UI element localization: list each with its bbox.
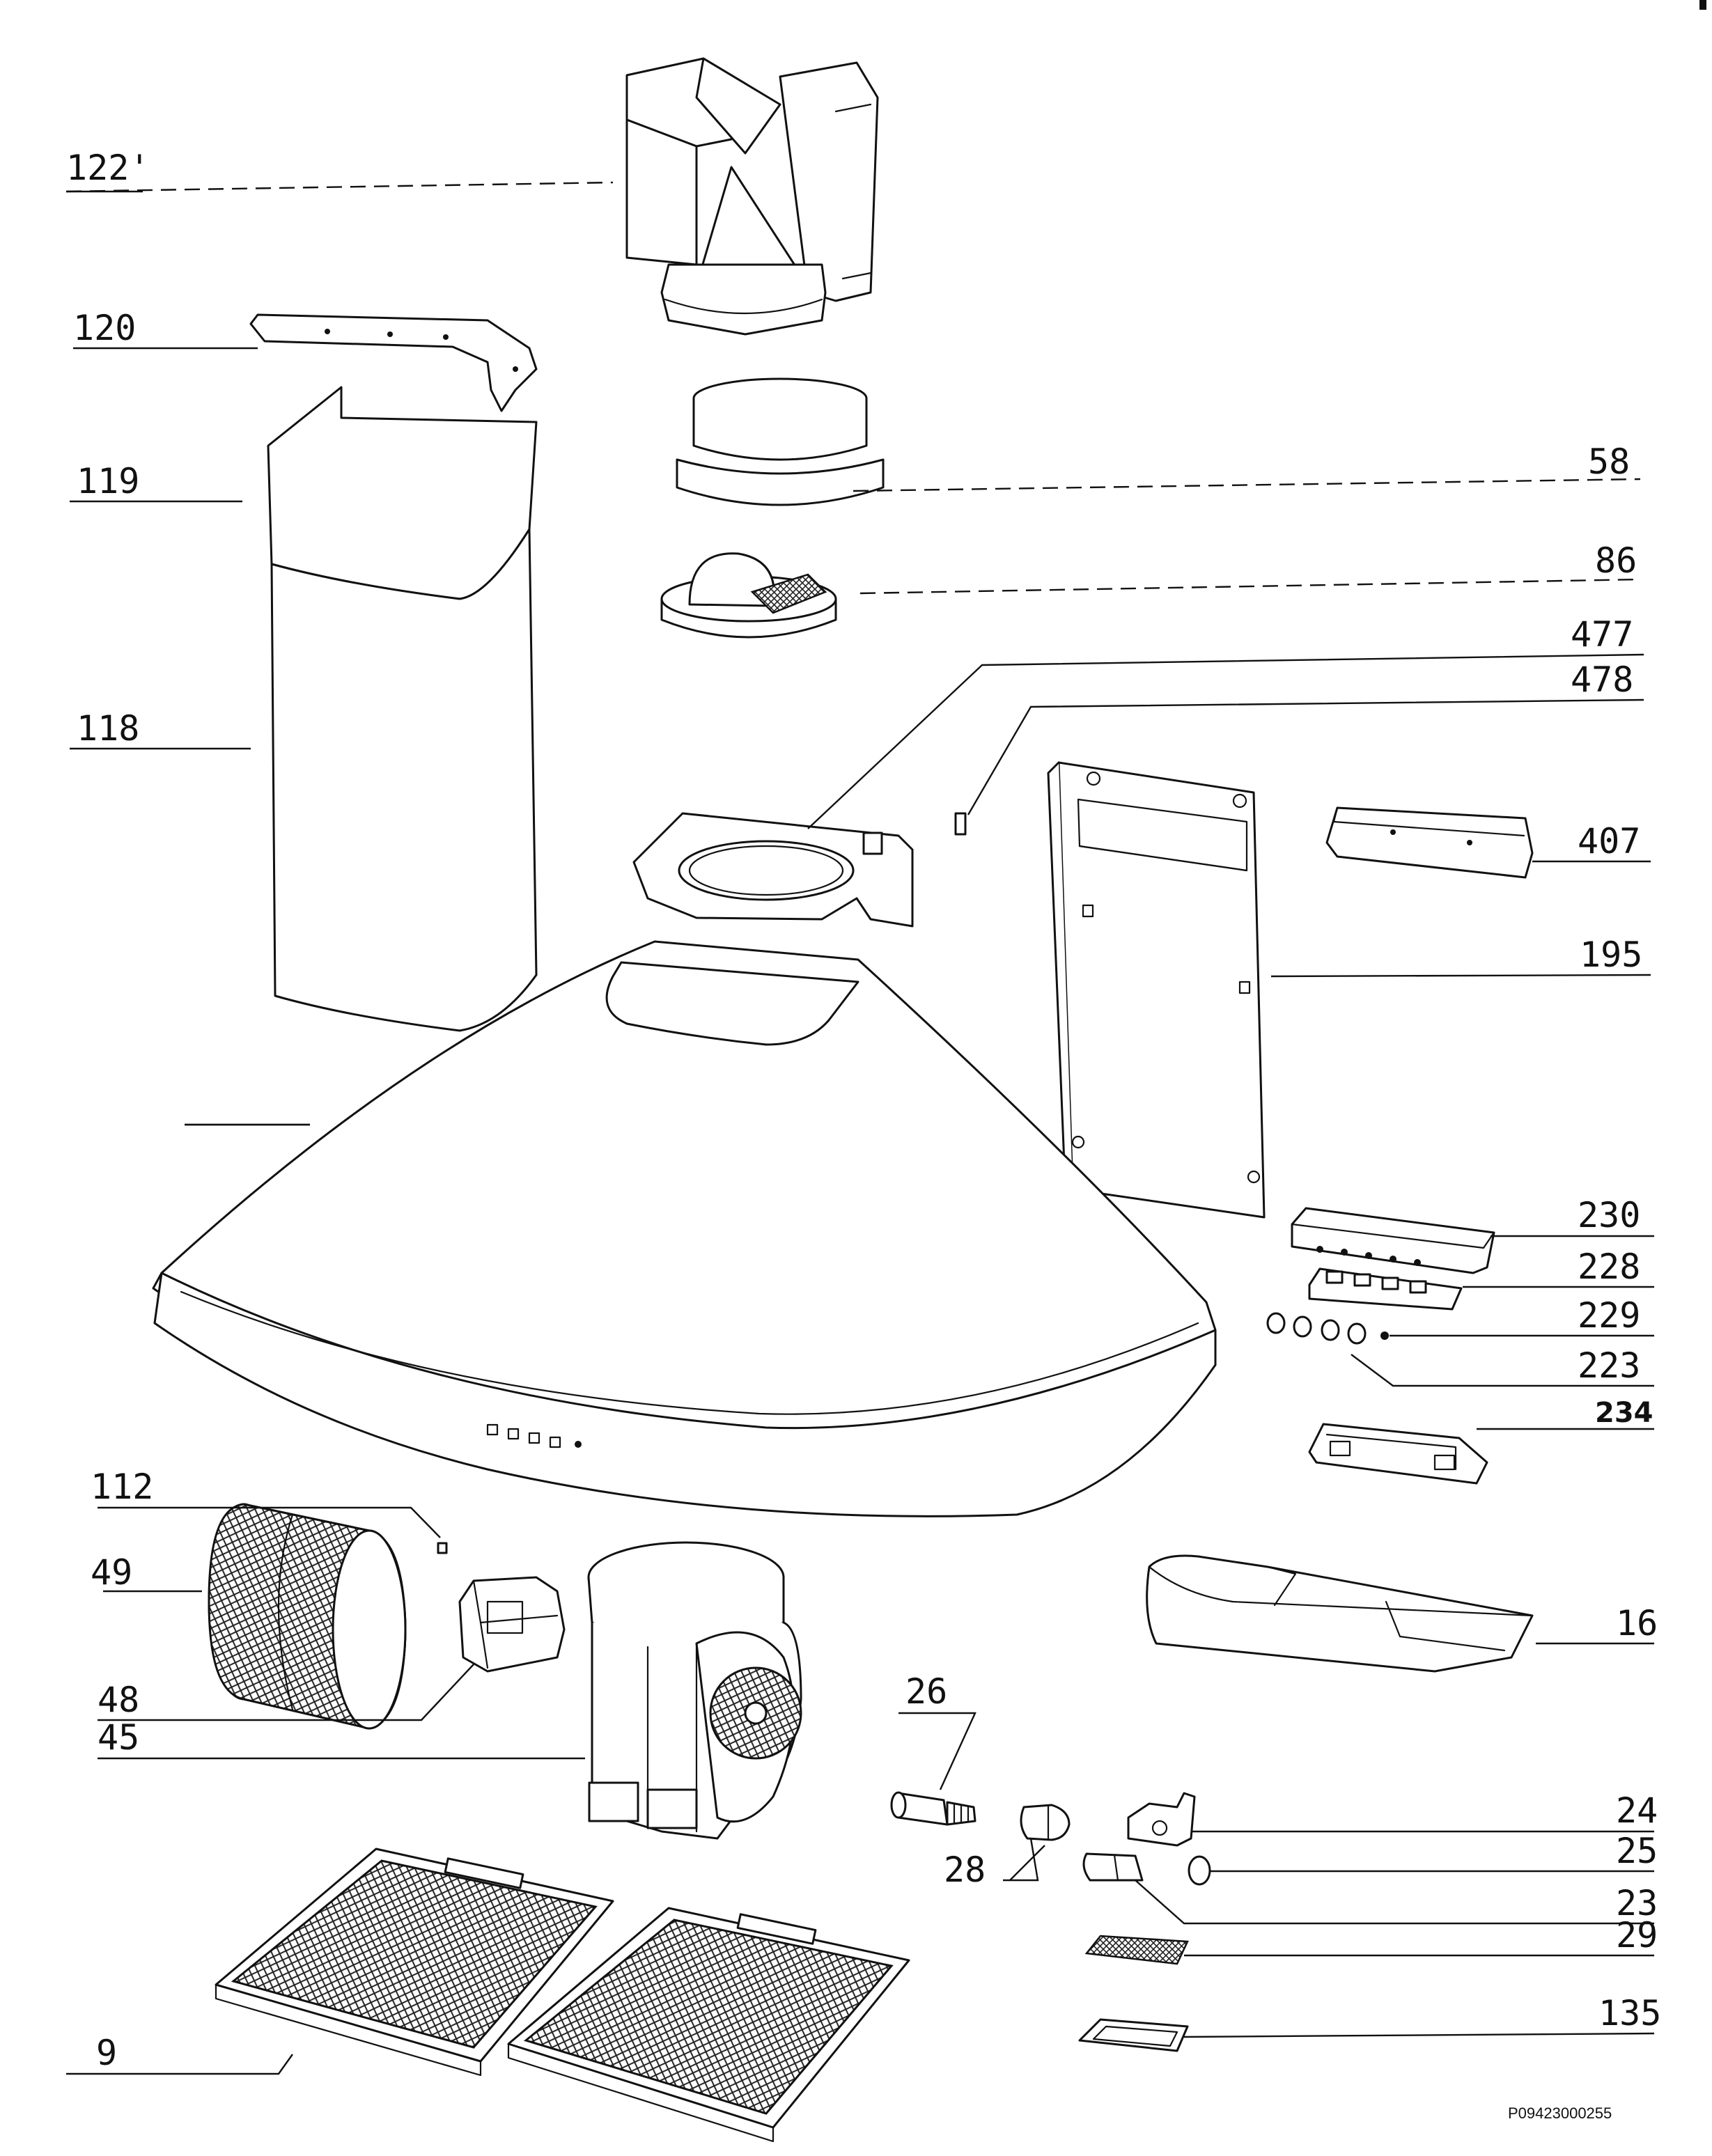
part-25-lens	[1188, 1855, 1211, 1886]
part-48-capacitor	[458, 1576, 566, 1673]
label-195: 195	[1580, 935, 1642, 975]
main-hood-body	[152, 940, 1217, 1517]
label-118: 118	[77, 708, 139, 749]
part-16-front-cover	[1146, 1554, 1534, 1673]
part-45-motor	[587, 1541, 802, 1840]
label-16: 16	[1616, 1603, 1658, 1643]
label-228: 228	[1578, 1247, 1640, 1287]
part-478-clip	[954, 812, 967, 836]
label-45: 45	[98, 1717, 139, 1758]
part-23-lamp-casing	[1082, 1852, 1144, 1882]
part-86-valve-ring	[660, 552, 837, 639]
label-58: 58	[1588, 442, 1630, 482]
label-478: 478	[1571, 659, 1633, 700]
label-25: 25	[1616, 1831, 1658, 1871]
label-229: 229	[1578, 1295, 1640, 1336]
label-120: 120	[73, 308, 136, 348]
part-118-lower-chimney	[270, 528, 538, 1032]
label-407: 407	[1578, 821, 1640, 861]
label-49: 49	[91, 1552, 132, 1593]
label-28: 28	[944, 1850, 986, 1890]
part-112-nut	[437, 1542, 448, 1554]
document-code: P09423000255	[1508, 2104, 1612, 2122]
label-119: 119	[77, 461, 139, 501]
leader-lines	[65, 181, 1655, 2075]
label-122: 122'	[66, 148, 150, 188]
label-29: 29	[1616, 1915, 1658, 1955]
label-26: 26	[905, 1671, 947, 1712]
part-122-duct-connector	[625, 57, 879, 336]
label-230: 230	[1578, 1195, 1640, 1235]
edge-mark	[1699, 0, 1706, 10]
part-119-upper-chimney	[267, 386, 538, 600]
label-135: 135	[1598, 1993, 1661, 2033]
label-86: 86	[1595, 540, 1637, 581]
part-labels: 122' 120 119 118 58 86 477 478 407 195 2…	[66, 148, 1661, 2122]
part-26-lamp-holder	[890, 1791, 976, 1826]
part-9-grease-filter-right	[507, 1907, 910, 2143]
part-49-fan-wheel	[208, 1503, 407, 1730]
part-228-board	[1308, 1267, 1463, 1311]
part-230-control-cover	[1291, 1207, 1495, 1274]
label-112: 112	[91, 1467, 153, 1507]
part-229-screw	[1380, 1331, 1389, 1340]
part-9-grease-filter-left	[215, 1848, 614, 2077]
part-120-bracket	[249, 313, 538, 412]
label-23: 23	[1616, 1883, 1658, 1923]
label-24: 24	[1616, 1790, 1658, 1831]
part-135-filter-frame	[1078, 2018, 1189, 2052]
part-24-lamp-bracket	[1127, 1792, 1196, 1847]
part-58-duct-ring	[676, 377, 885, 506]
part-477-motor-plate	[632, 812, 914, 928]
label-9: 9	[96, 2033, 117, 2073]
part-29-small-filter	[1084, 1935, 1189, 1965]
part-28-bulb	[1020, 1804, 1071, 1841]
part-407-bracket	[1325, 806, 1534, 879]
part-195-back-panel	[1047, 761, 1266, 1219]
label-48: 48	[98, 1680, 139, 1720]
part-234-button-holder	[1308, 1423, 1488, 1485]
label-477: 477	[1571, 614, 1633, 655]
label-223: 223	[1578, 1345, 1640, 1386]
part-223-buttons	[1266, 1312, 1367, 1345]
label-234: 234	[1595, 1397, 1653, 1429]
